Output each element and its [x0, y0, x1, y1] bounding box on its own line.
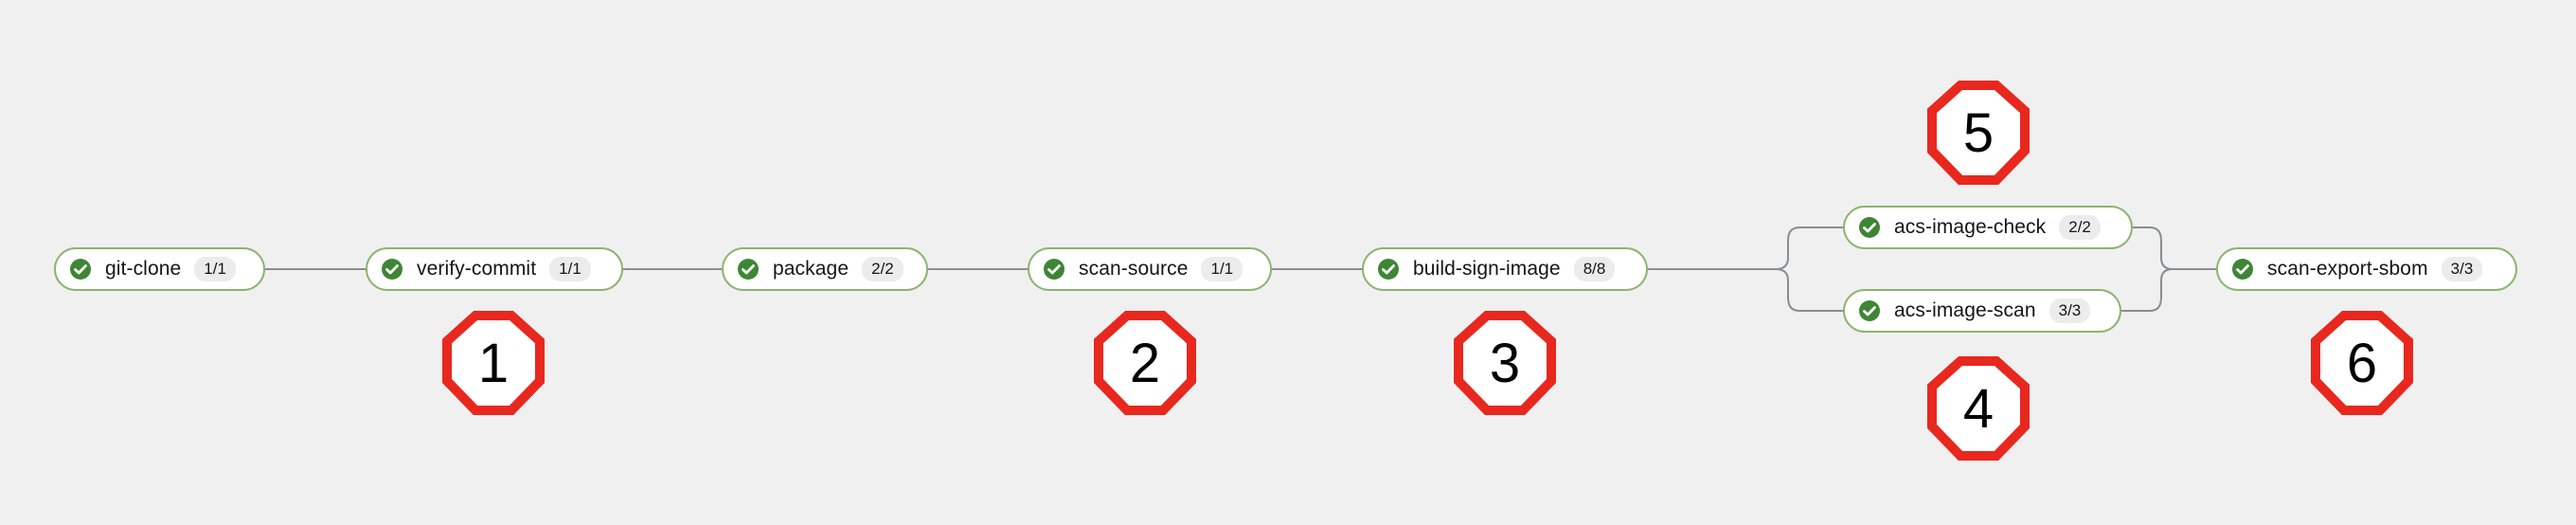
octagon-marker-icon [1927, 356, 2030, 461]
task-acs-image-scan[interactable]: acs-image-scan 3/3 [1843, 289, 2121, 333]
task-verify-commit[interactable]: verify-commit 1/1 [366, 247, 623, 291]
connector-build-sign-image-acs-image-check [1648, 226, 1843, 270]
task-label: package [773, 258, 850, 280]
check-circle-icon [2232, 259, 2253, 280]
task-label: acs-image-check [1894, 216, 2047, 238]
task-count-badge: 3/3 [2441, 257, 2483, 281]
task-count-badge: 3/3 [2048, 299, 2091, 323]
check-circle-icon [1859, 300, 1880, 321]
task-count-badge: 2/2 [2059, 215, 2101, 240]
marker-2: 2 [1092, 310, 1198, 416]
connector-build-sign-image-acs-image-scan [1648, 268, 1843, 312]
task-label: build-sign-image [1413, 258, 1561, 280]
connector-acs-image-scan-scan-export-sbom [2121, 268, 2216, 312]
marker-number: 6 [2346, 332, 2378, 394]
marker-number: 4 [1962, 377, 1995, 440]
task-count-badge: 1/1 [194, 257, 236, 281]
task-count-badge: 2/2 [862, 257, 903, 281]
task-label: acs-image-scan [1894, 299, 2036, 321]
task-count-badge: 1/1 [549, 257, 591, 281]
task-git-clone[interactable]: git-clone 1/1 [54, 247, 265, 291]
marker-number: 1 [477, 332, 510, 394]
octagon-marker-icon [2311, 311, 2413, 415]
task-label: scan-source [1079, 258, 1189, 280]
marker-4: 4 [1925, 355, 2031, 462]
task-acs-image-check[interactable]: acs-image-check 2/2 [1843, 206, 2133, 249]
marker-3: 3 [1452, 310, 1558, 416]
marker-number: 3 [1489, 332, 1521, 394]
task-label: scan-export-sbom [2267, 258, 2428, 280]
connector-acs-image-check-scan-export-sbom [2133, 226, 2216, 270]
marker-number: 5 [1962, 101, 1995, 164]
octagon-marker-icon [1927, 81, 2030, 185]
task-package[interactable]: package 2/2 [722, 247, 928, 291]
octagon-marker-icon [1094, 311, 1196, 415]
marker-6: 6 [2309, 310, 2415, 416]
check-circle-icon [1044, 259, 1064, 280]
marker-number: 2 [1129, 332, 1161, 394]
task-build-sign-image[interactable]: build-sign-image 8/8 [1362, 247, 1648, 291]
task-scan-export-sbom[interactable]: scan-export-sbom 3/3 [2216, 247, 2517, 291]
check-circle-icon [1859, 217, 1880, 238]
check-circle-icon [70, 259, 91, 280]
task-label: git-clone [105, 258, 182, 280]
check-circle-icon [1378, 259, 1399, 280]
marker-5: 5 [1925, 80, 2031, 186]
task-scan-source[interactable]: scan-source 1/1 [1028, 247, 1272, 291]
task-count-badge: 1/1 [1201, 257, 1243, 281]
octagon-marker-icon [1454, 311, 1556, 415]
task-label: verify-commit [417, 258, 537, 280]
check-circle-icon [738, 259, 759, 280]
marker-1: 1 [440, 310, 546, 416]
task-count-badge: 8/8 [1573, 257, 1616, 281]
check-circle-icon [382, 259, 402, 280]
octagon-marker-icon [442, 311, 545, 415]
